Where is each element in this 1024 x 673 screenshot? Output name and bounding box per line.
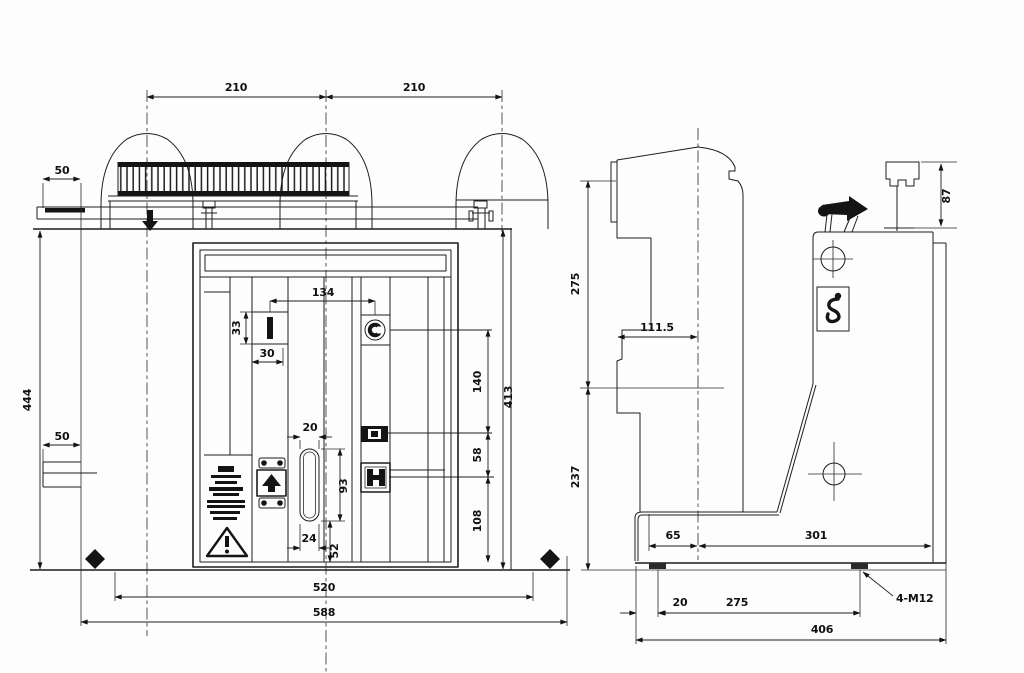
crosshair-icon-bottom: [808, 442, 862, 501]
dim-label-rail-height: 87: [940, 189, 953, 204]
oval-slot: [299, 448, 320, 522]
base-frame: [581, 511, 946, 571]
dim-label-seg-bottom: 108: [471, 510, 484, 532]
dome-left: [100, 133, 194, 229]
charging-slot: [267, 317, 273, 339]
front-panel: [192, 242, 494, 568]
dim-label-handle-hole-pitch: 134: [312, 286, 335, 299]
panel-outer-frame: [192, 242, 459, 568]
strip-top-bar: [118, 162, 349, 167]
dim-label-overall-height: 444: [21, 388, 34, 411]
chassis: [33, 195, 548, 570]
counter-display: [361, 426, 388, 442]
foot-roller-left: [85, 549, 105, 569]
dim-label-panel-height: 413: [502, 386, 515, 408]
m12-leader-line: [862, 571, 894, 597]
feet: [30, 549, 570, 571]
dim-label-slot-width: 30: [260, 347, 275, 360]
push-button: [256, 457, 287, 509]
dim-label-upper-height: 275: [569, 273, 582, 295]
foot-pad-front: [649, 563, 666, 569]
lifting-hook-label: [816, 286, 850, 332]
earthing-terminal-bar: [45, 208, 85, 213]
dim-label-mounting-holes: 4-M12: [896, 592, 933, 605]
dim-label-overall-depth: 406: [811, 623, 834, 636]
dim-label-slot-height: 33: [230, 321, 243, 336]
dome-middle: [279, 133, 373, 229]
nameplate-label: [205, 466, 249, 558]
foot-roller-right: [540, 549, 560, 569]
dim-label-oval-offset: 24: [302, 532, 317, 545]
interlock-pawl-icon: [142, 210, 158, 231]
strip-bottom-bar: [118, 191, 349, 196]
dim-label-base-front-offset: 65: [666, 529, 681, 542]
front-view: 210 210 50 444 50 134 33 30 20 93 24 52 …: [21, 81, 570, 672]
dim-label-base-rear-depth: 301: [805, 529, 827, 542]
front-dimensions: 210 210 50 444 50 134 33 30 20 93 24 52 …: [21, 81, 568, 626]
mechanism-housing: [776, 161, 947, 563]
rotary-knob-icon: [364, 319, 386, 341]
dim-label-oval-width: 20: [303, 421, 318, 434]
dim-label-oval-bottom-offset: 52: [328, 544, 341, 559]
warning-triangle-icon: [205, 526, 249, 558]
dim-label-seg-mid: 58: [471, 448, 484, 463]
bolt-left: [201, 200, 217, 229]
position-indicator: [360, 462, 391, 493]
dim-label-pole-pitch-left: 210: [225, 81, 248, 94]
left-bracket: [42, 461, 97, 488]
dim-label-seg-top: 140: [471, 370, 484, 393]
dim-label-pole-pitch-right: 210: [403, 81, 426, 94]
dim-label-overall-width: 588: [313, 606, 335, 619]
operating-lever: [818, 196, 868, 233]
panel-header-band: [204, 254, 447, 272]
bolt-right: [468, 200, 494, 229]
dim-label-bracket-width: 50: [55, 430, 70, 443]
side-dimensions: 275 237 111.5 87 65 301 20 275 406 4-M12: [569, 161, 957, 644]
up-arrow-icon: [262, 474, 281, 492]
crosshair-icon-top: [813, 240, 853, 278]
pole-profile: [610, 146, 744, 512]
dim-label-hole-pitch: 275: [726, 596, 748, 609]
ribbed-strip-fins: [118, 166, 349, 192]
lifting-hook-icon: [825, 297, 841, 324]
dim-label-wheel-track: 520: [313, 581, 336, 594]
panel-mullions: [229, 277, 445, 562]
dim-label-hole-edge-offset: 20: [673, 596, 688, 609]
panel-inner-frame: [199, 249, 452, 563]
side-view: 275 237 111.5 87 65 301 20 275 406 4-M12: [569, 128, 957, 644]
foot-pad-rear: [851, 563, 868, 569]
dim-label-pole-offset: 111.5: [640, 321, 674, 334]
dim-label-oval-height: 93: [337, 479, 350, 494]
pole-domes: [100, 133, 549, 229]
dim-label-lower-height: 237: [569, 466, 582, 488]
dome-right: [455, 133, 549, 229]
dim-label-terminal-overhang: 50: [55, 164, 70, 177]
